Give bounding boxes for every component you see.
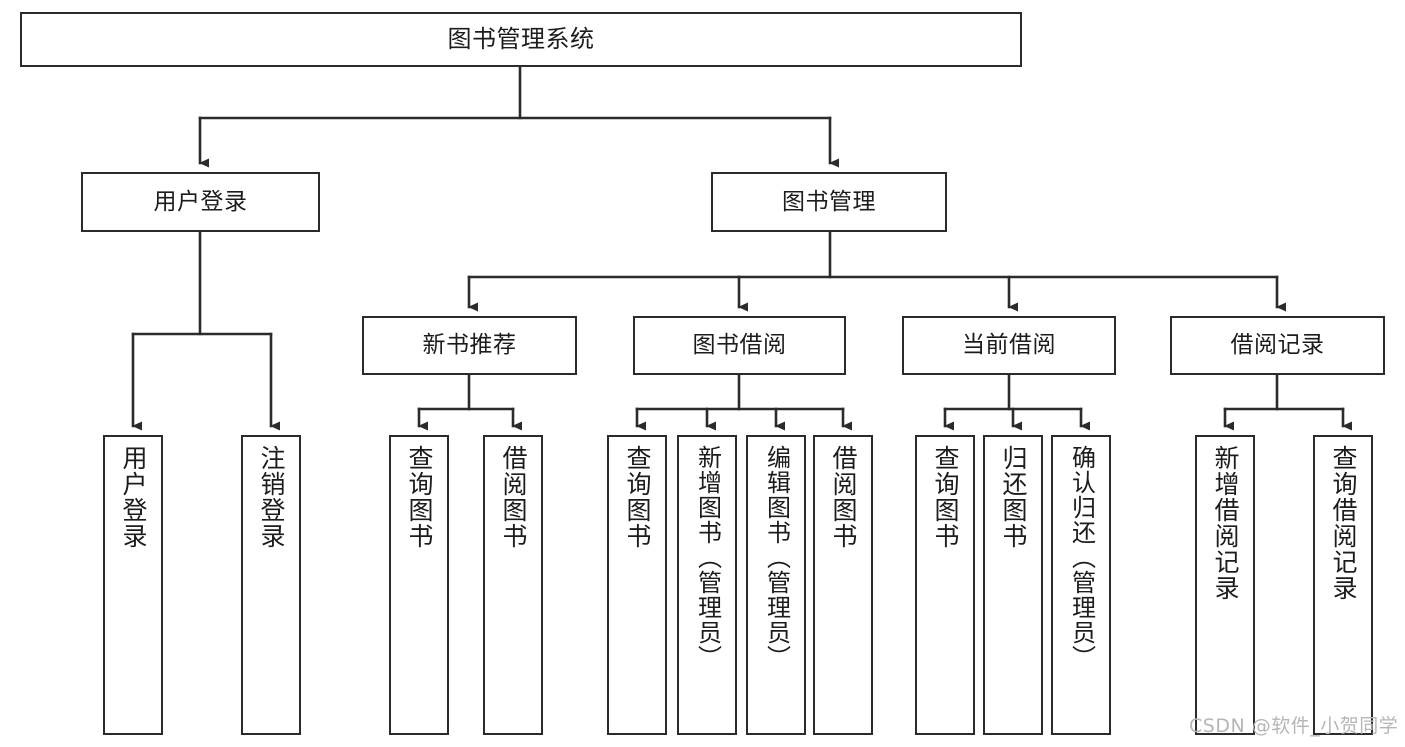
leaf-user-login-logout[interactable]: 注销登录 — [241, 435, 301, 735]
node-book-borrow[interactable]: 图书借阅 — [633, 316, 846, 375]
leaf-book-borrow-borrow-book[interactable]: 借阅图书 — [813, 435, 873, 735]
leaf-borrow-record-add-record[interactable]: 新增借阅记录 — [1195, 435, 1255, 735]
leaf-book-borrow-edit-book-admin[interactable]: 编辑图书（管理员） — [746, 435, 806, 735]
node-book-management[interactable]: 图书管理 — [711, 172, 947, 232]
leaf-new-book-query-book[interactable]: 查询图书 — [389, 435, 449, 735]
leaf-current-borrow-return-book[interactable]: 归还图书 — [983, 435, 1043, 735]
node-user-login[interactable]: 用户登录 — [81, 172, 320, 232]
node-new-book-recommend[interactable]: 新书推荐 — [362, 316, 577, 375]
leaf-new-book-borrow-book[interactable]: 借阅图书 — [483, 435, 543, 735]
leaf-borrow-record-query-record[interactable]: 查询借阅记录 — [1313, 435, 1373, 735]
leaf-current-borrow-query-book[interactable]: 查询图书 — [915, 435, 975, 735]
node-root-system[interactable]: 图书管理系统 — [20, 12, 1022, 67]
leaf-book-borrow-query-book[interactable]: 查询图书 — [607, 435, 667, 735]
leaf-book-borrow-add-book-admin[interactable]: 新增图书（管理员） — [677, 435, 737, 735]
node-current-borrow[interactable]: 当前借阅 — [902, 316, 1116, 375]
leaf-user-login-login[interactable]: 用户登录 — [103, 435, 163, 735]
node-borrow-record[interactable]: 借阅记录 — [1170, 316, 1385, 375]
leaf-current-borrow-confirm-return-admin[interactable]: 确认归还（管理员） — [1051, 435, 1111, 735]
watermark-label: CSDN @软件_小贺同学 — [1189, 715, 1399, 737]
